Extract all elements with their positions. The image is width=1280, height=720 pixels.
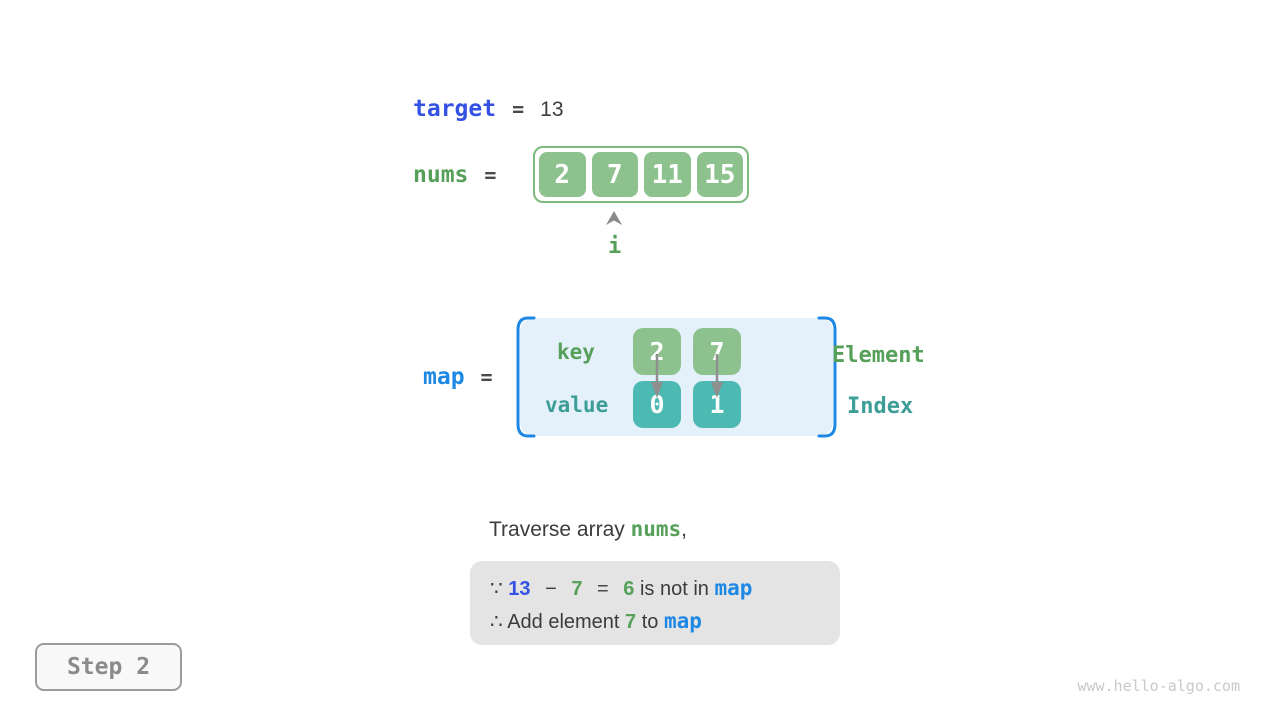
pointer-i-label: i (608, 234, 622, 259)
nums-label: nums (413, 162, 469, 188)
add-element-text: Add element (507, 611, 620, 633)
added-element-number: 7 (625, 611, 637, 633)
map-key-cell-1: 7 (693, 328, 741, 375)
difference-number: 6 (623, 578, 635, 600)
target-value: 13 (540, 98, 564, 121)
map-token: map (663, 609, 702, 633)
target-row: target = 13 (413, 96, 564, 122)
caption-prefix: Traverse array (489, 518, 631, 541)
map-right-bracket-icon (817, 316, 837, 438)
key-to-value-arrow-icon (651, 354, 663, 398)
nums-cell-0: 2 (539, 152, 586, 197)
target-number: 13 (508, 578, 531, 600)
key-to-value-arrow-icon (711, 354, 723, 398)
equals-operator: = (597, 578, 609, 600)
therefore-symbol: ∴ (490, 611, 503, 633)
index-annotation: Index (847, 394, 914, 419)
map-value-label: value (545, 393, 609, 417)
minus-operator: − (545, 578, 557, 600)
nums-equals: = (484, 163, 497, 187)
to-text: to (641, 611, 659, 633)
element-annotation: Element (832, 343, 925, 368)
reasoning-line-1: ∵ 13 − 7 = 6 is not in map (490, 572, 840, 605)
not-in-text: is not in (639, 578, 709, 600)
caption: Traverse array nums, (489, 517, 687, 542)
current-element-number: 7 (571, 578, 583, 600)
nums-cell-2: 11 (644, 152, 691, 197)
map-token: map (714, 576, 753, 600)
pointer-up-arrow-icon (606, 211, 622, 225)
nums-cell-3: 15 (696, 152, 743, 197)
map-equals: = (480, 365, 493, 389)
target-equals: = (512, 97, 525, 121)
nums-label-row: nums = (413, 162, 512, 188)
watermark: www.hello-algo.com (1077, 677, 1240, 695)
reasoning-line-2: ∴ Add element 7 to map (490, 605, 840, 638)
caption-nums-token: nums (630, 517, 682, 541)
map-key-label: key (557, 340, 595, 364)
caption-suffix: , (681, 518, 688, 541)
because-symbol: ∵ (490, 578, 503, 600)
map-label-row: map = (423, 364, 509, 390)
step-badge: Step 2 (35, 643, 182, 691)
map-left-bracket-icon (516, 316, 536, 438)
map-label: map (423, 364, 465, 390)
nums-cell-1: 7 (591, 152, 638, 197)
reasoning-box: ∵ 13 − 7 = 6 is not in map ∴ Add element… (470, 561, 840, 645)
nums-array: 2 7 11 15 (533, 146, 749, 203)
target-label: target (413, 96, 497, 122)
